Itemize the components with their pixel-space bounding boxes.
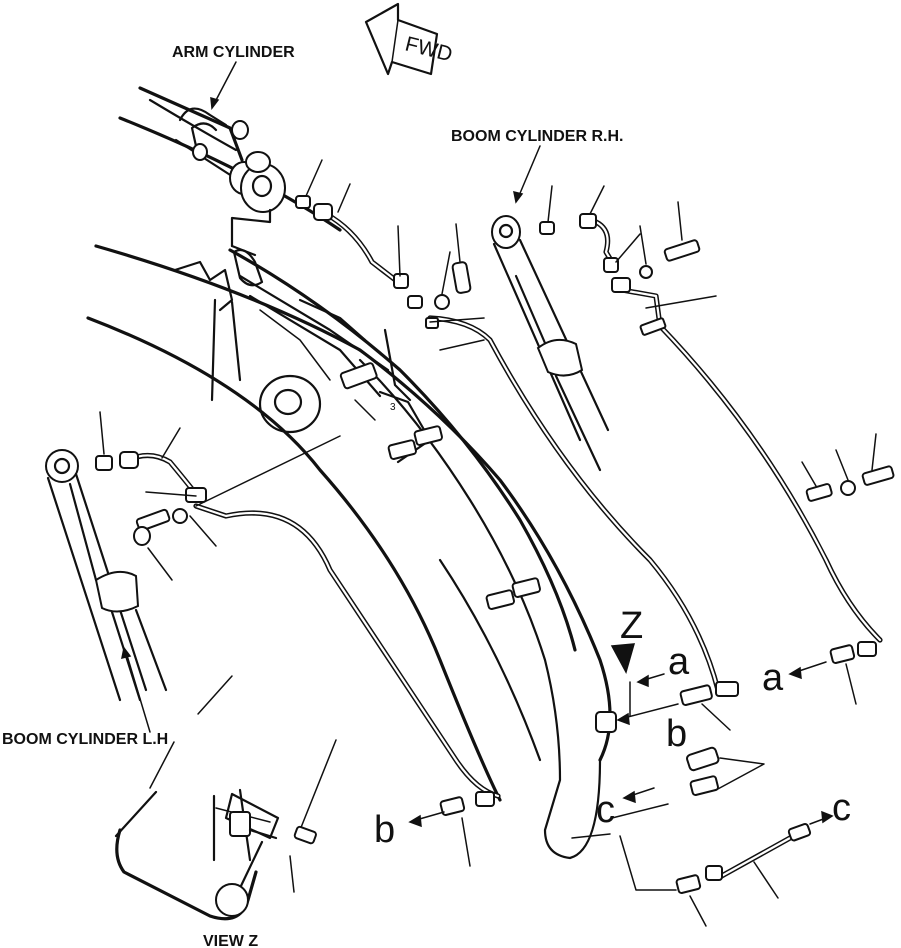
marker-c-right: c [832, 787, 851, 829]
boom-cylinder-rh [491, 215, 610, 472]
part-leader-lines [99, 159, 877, 927]
hydraulic-pipes [125, 211, 883, 881]
boom-cylinder-lh-label: BOOM CYLINDER L.H [2, 731, 168, 748]
fittings [95, 195, 895, 894]
boom-cylinder-lh [45, 449, 168, 702]
boom-cylinder-rh-label: BOOM CYLINDER R.H. [451, 128, 623, 145]
arm-cylinder [138, 86, 286, 257]
marker-b-right: b [666, 713, 687, 755]
marker-c-left: c [596, 789, 615, 831]
marker-b-left: b [374, 809, 395, 851]
view-z-detail [114, 675, 317, 921]
view-z-label: VIEW Z [203, 933, 258, 948]
marker-z: Z [620, 605, 643, 647]
boom-structure: 3 [86, 116, 612, 860]
fwd-label: FWD [403, 33, 455, 67]
marker-a-left: a [668, 641, 690, 683]
connection-arrows [408, 643, 834, 839]
label-leader-lines [121, 61, 541, 733]
svg-text:3: 3 [390, 402, 396, 413]
arm-cylinder-label: ARM CYLINDER [172, 44, 295, 61]
marker-a-right: a [762, 657, 784, 699]
fwd-arrow-icon: FWD [364, 2, 455, 76]
